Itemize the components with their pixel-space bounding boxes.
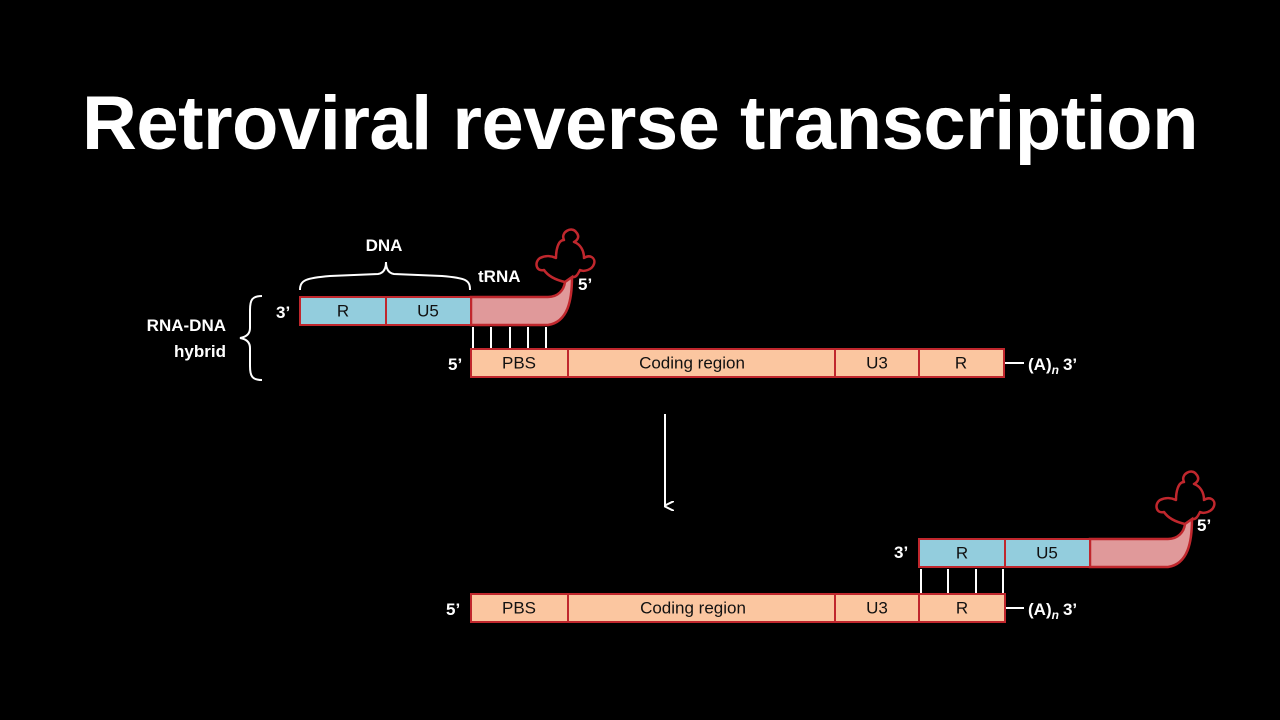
rna-seg-coding-top xyxy=(567,348,836,378)
rna-seg-coding-bottom-label: Coding region xyxy=(640,599,746,618)
trna-5prime-top: 5’ xyxy=(578,275,592,294)
rna-seg-u3-top xyxy=(834,348,920,378)
base-pair-lines-bottom xyxy=(920,569,1004,594)
rna-seg-r-top-label: R xyxy=(955,354,967,373)
dna-seg-u5-bottom-label: U5 xyxy=(1036,544,1058,563)
dna-seg-u5-top xyxy=(385,296,472,326)
rna-seg-coding-bottom xyxy=(567,593,836,623)
rna-seg-pbs-bottom-label: PBS xyxy=(502,599,536,618)
rna-seg-pbs-top-label: PBS xyxy=(502,354,536,373)
rna-5prime-bottom: 5’ xyxy=(446,600,460,619)
trna-label-top: tRNA xyxy=(478,267,521,286)
dna-seg-u5-bottom xyxy=(1004,538,1091,568)
dna-3prime-top: 3’ xyxy=(276,303,290,322)
rna-seg-coding-top-label: Coding region xyxy=(639,354,745,373)
rna-seg-u3-bottom-label: U3 xyxy=(866,599,888,618)
rna-seg-u3-top-label: U3 xyxy=(866,354,888,373)
hybrid-label-line2: hybrid xyxy=(174,342,226,361)
hybrid-brace xyxy=(239,295,263,381)
trna-5prime-bottom: 5’ xyxy=(1197,516,1211,535)
rna-seg-r-bottom xyxy=(918,593,1006,623)
trna-tail-bottom xyxy=(1088,516,1194,569)
dna-seg-u5-top-label: U5 xyxy=(417,302,439,321)
hybrid-label-line1: RNA-DNA xyxy=(147,316,226,335)
dna-seg-r-top xyxy=(299,296,387,326)
rna-5prime-top: 5’ xyxy=(448,355,462,374)
trna-cloverleaf-bottom xyxy=(1155,470,1216,526)
rna-seg-r-bottom-label: R xyxy=(956,599,968,618)
dna-seg-r-top-label: R xyxy=(337,302,349,321)
page-title: Retroviral reverse transcription xyxy=(81,81,1199,166)
dna-3prime-bottom: 3’ xyxy=(894,543,908,562)
rna-seg-r-top xyxy=(918,348,1005,378)
trna-cloverleaf-top xyxy=(535,228,596,284)
dna-label: DNA xyxy=(366,236,403,255)
dna-brace xyxy=(299,261,471,291)
base-pair-lines-top xyxy=(472,327,547,349)
dna-seg-r-bottom-label: R xyxy=(956,544,968,563)
